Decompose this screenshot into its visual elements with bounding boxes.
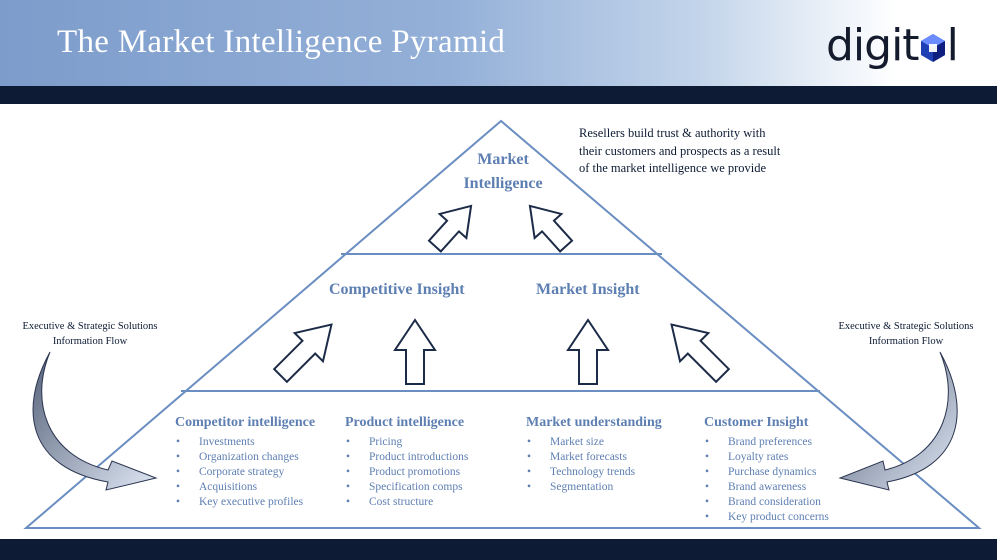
bullet-list: Brand preferences Loyalty rates Purchase… bbox=[704, 435, 829, 525]
list-item: Organization changes bbox=[175, 450, 315, 465]
list-item: Corporate strategy bbox=[175, 465, 315, 480]
list-item: Product introductions bbox=[345, 450, 468, 465]
bullet-list: Market size Market forecasts Technology … bbox=[526, 435, 662, 495]
market-insight-label: Market Insight bbox=[536, 281, 640, 298]
arrow-up-right-icon bbox=[272, 323, 333, 384]
list-item: Brand preferences bbox=[704, 435, 829, 450]
note-line3: of the market intelligence we provide bbox=[579, 161, 767, 175]
logo-text-suffix: l bbox=[946, 20, 959, 71]
list-item: Market forecasts bbox=[526, 450, 662, 465]
column-title: Customer Insight bbox=[704, 415, 809, 430]
list-item: Loyalty rates bbox=[704, 450, 829, 465]
base-column-product-intelligence: Product intelligence Pricing Product int… bbox=[345, 414, 468, 510]
list-item: Key product concerns bbox=[704, 510, 829, 525]
column-title: Market understanding bbox=[526, 415, 662, 430]
base-column-market-understanding: Market understanding Market size Market … bbox=[526, 414, 662, 495]
curved-flow-arrow-right-icon bbox=[838, 351, 958, 491]
base-column-competitor-intelligence: Competitor intelligence Investments Orga… bbox=[175, 414, 315, 510]
page-title: The Market Intelligence Pyramid bbox=[57, 24, 506, 60]
arrow-up-left-icon bbox=[528, 204, 574, 253]
curved-flow-arrow-left-icon bbox=[32, 351, 158, 491]
list-item: Purchase dynamics bbox=[704, 465, 829, 480]
side-label-line1: Executive & Strategic Solutions bbox=[22, 321, 158, 332]
arrow-up-icon bbox=[566, 318, 610, 385]
hexagon-cube-icon bbox=[920, 34, 945, 62]
apex-label-line1: Market bbox=[477, 151, 529, 168]
column-title: Competitor intelligence bbox=[175, 415, 316, 430]
list-item: Pricing bbox=[345, 435, 468, 450]
apex-label: Market Intelligence bbox=[451, 148, 555, 196]
side-label-line1: Executive & Strategic Solutions bbox=[838, 321, 974, 332]
list-item: Brand awareness bbox=[704, 480, 829, 495]
apex-label-line2: Intelligence bbox=[463, 175, 543, 192]
base-column-customer-insight: Customer Insight Brand preferences Loyal… bbox=[704, 414, 829, 525]
list-item: Market size bbox=[526, 435, 662, 450]
side-label-left: Executive & Strategic Solutions Informat… bbox=[4, 319, 176, 349]
list-item: Product promotions bbox=[345, 465, 468, 480]
side-label-line2: Information Flow bbox=[868, 336, 944, 347]
list-item: Specification comps bbox=[345, 480, 468, 495]
side-label-right: Executive & Strategic Solutions Informat… bbox=[820, 319, 992, 349]
arrow-up-left-icon bbox=[670, 323, 731, 384]
reseller-note: Resellers build trust & authority with t… bbox=[579, 125, 839, 178]
side-label-line2: Information Flow bbox=[52, 336, 128, 347]
note-line2: their customers and prospects as a resul… bbox=[579, 143, 781, 158]
logo-text-prefix: digit bbox=[826, 20, 920, 71]
list-item: Segmentation bbox=[526, 480, 662, 495]
header-divider-bar bbox=[0, 86, 997, 104]
list-item: Investments bbox=[175, 435, 315, 450]
list-item: Key executive profiles bbox=[175, 495, 315, 510]
arrow-up-right-icon bbox=[427, 204, 473, 253]
note-line1: Resellers build trust & authority with bbox=[579, 126, 766, 140]
bullet-list: Pricing Product introductions Product pr… bbox=[345, 435, 468, 510]
list-item: Brand consideration bbox=[704, 495, 829, 510]
column-title: Product intelligence bbox=[345, 415, 465, 430]
list-item: Technology trends bbox=[526, 465, 662, 480]
arrow-up-icon bbox=[393, 318, 437, 385]
bullet-list: Investments Organization changes Corpora… bbox=[175, 435, 315, 510]
list-item: Acquisitions bbox=[175, 480, 315, 495]
pyramid-outline bbox=[23, 119, 982, 529]
footer-bar bbox=[0, 539, 997, 560]
competitive-insight-label: Competitive Insight bbox=[329, 281, 465, 298]
list-item: Cost structure bbox=[345, 495, 468, 510]
